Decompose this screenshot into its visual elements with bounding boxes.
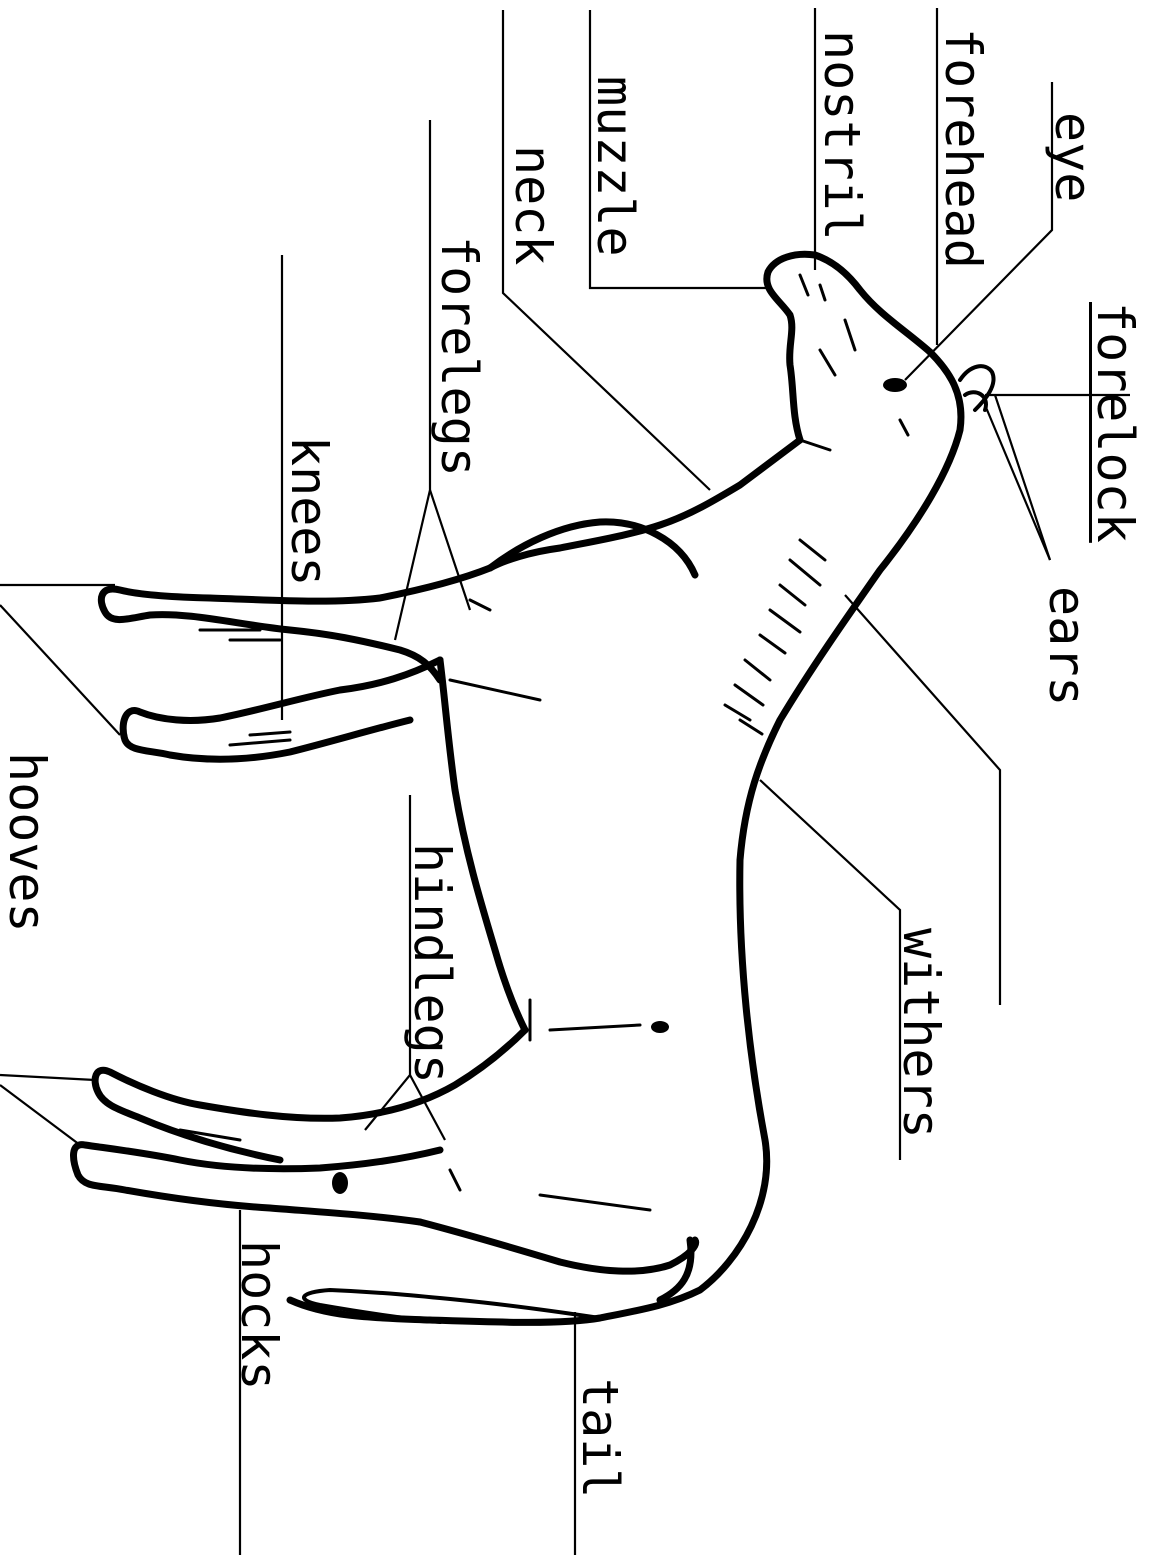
horse-chest <box>490 522 695 575</box>
label-ears: ears <box>1042 586 1092 706</box>
horse-sketch-marks <box>160 440 830 1210</box>
label-muzzle: muzzle <box>590 76 640 257</box>
horse-face-marks <box>800 275 908 435</box>
label-eye: eye <box>1048 112 1098 202</box>
label-hindlegs: hindlegs <box>407 843 457 1084</box>
label-forelegs: forelegs <box>434 236 484 477</box>
label-tail: tail <box>575 1378 625 1498</box>
horse-eye-mark <box>883 378 907 392</box>
label-forelock: forelock <box>1090 302 1140 543</box>
horse-rump <box>420 1222 696 1271</box>
horse-mane-marks <box>725 540 825 734</box>
label-forehead: forehead <box>938 28 988 269</box>
label-nostril: nostril <box>817 30 867 241</box>
label-knees: knees <box>284 436 334 587</box>
horse-belly-mark <box>651 1021 669 1033</box>
horse-head-outline <box>767 254 930 440</box>
horse-back-outline <box>290 352 961 1322</box>
label-hooves: hooves <box>2 752 52 933</box>
horse-hock-mark <box>332 1172 348 1194</box>
label-hocks: hocks <box>234 1240 284 1391</box>
horse-ears <box>960 366 994 410</box>
label-withers: withers <box>896 928 946 1139</box>
horse-neck-underside <box>490 440 800 568</box>
label-neck: neck <box>508 145 558 265</box>
